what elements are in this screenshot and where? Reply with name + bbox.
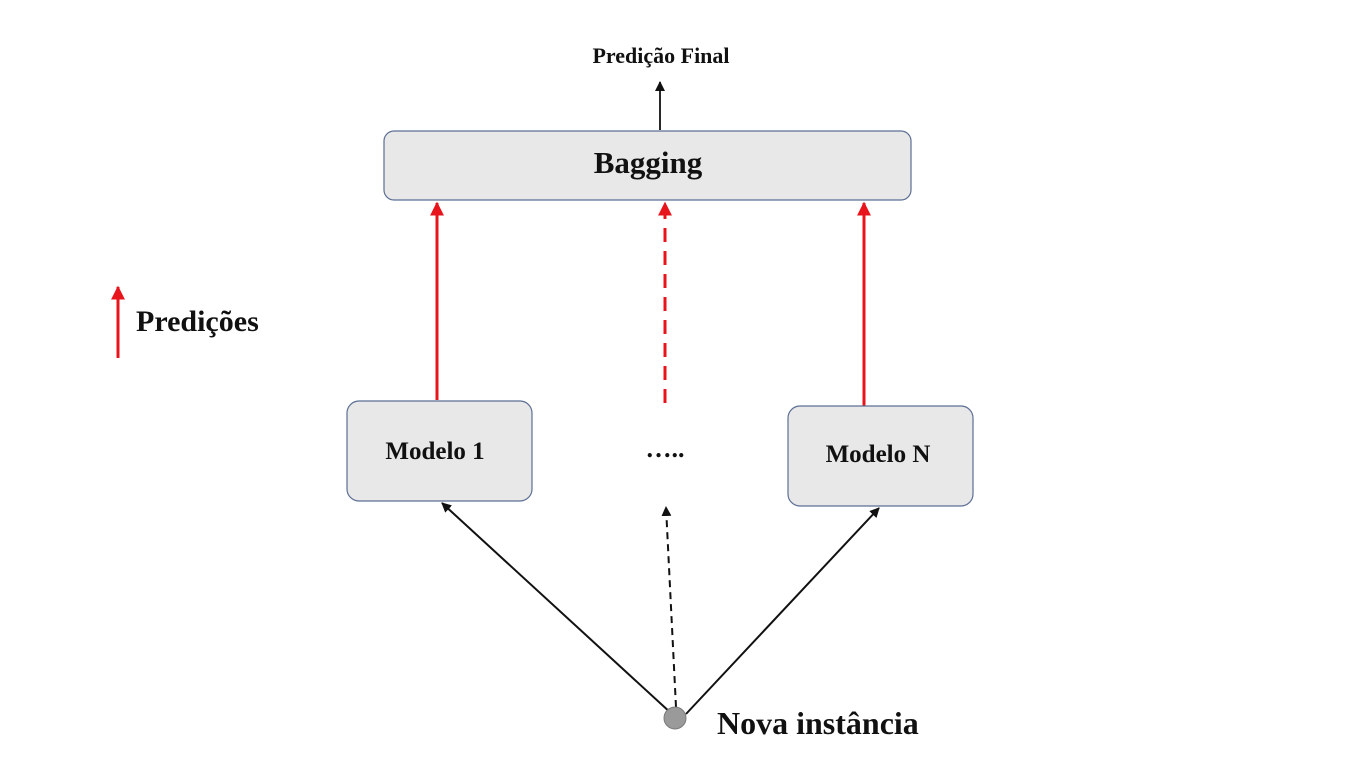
model-1-label: Modelo 1	[385, 438, 484, 465]
model-1-box	[346, 400, 533, 502]
model-n-box	[787, 405, 974, 507]
model-ellipsis-label: …..	[646, 434, 685, 463]
bagging-label: Bagging	[594, 145, 703, 180]
legend-label: Predições	[136, 305, 259, 338]
input-arrow-1-icon	[441, 502, 673, 715]
new-instance-circle-icon	[663, 706, 687, 730]
new-instance-label: Nova instância	[717, 705, 919, 741]
input-arrow-dashed-icon	[661, 506, 677, 708]
model-n-label: Modelo N	[826, 441, 931, 468]
bagging-box	[383, 130, 912, 201]
final-prediction-label: Predição Final	[592, 43, 729, 68]
input-arrow-n-icon	[685, 507, 880, 715]
